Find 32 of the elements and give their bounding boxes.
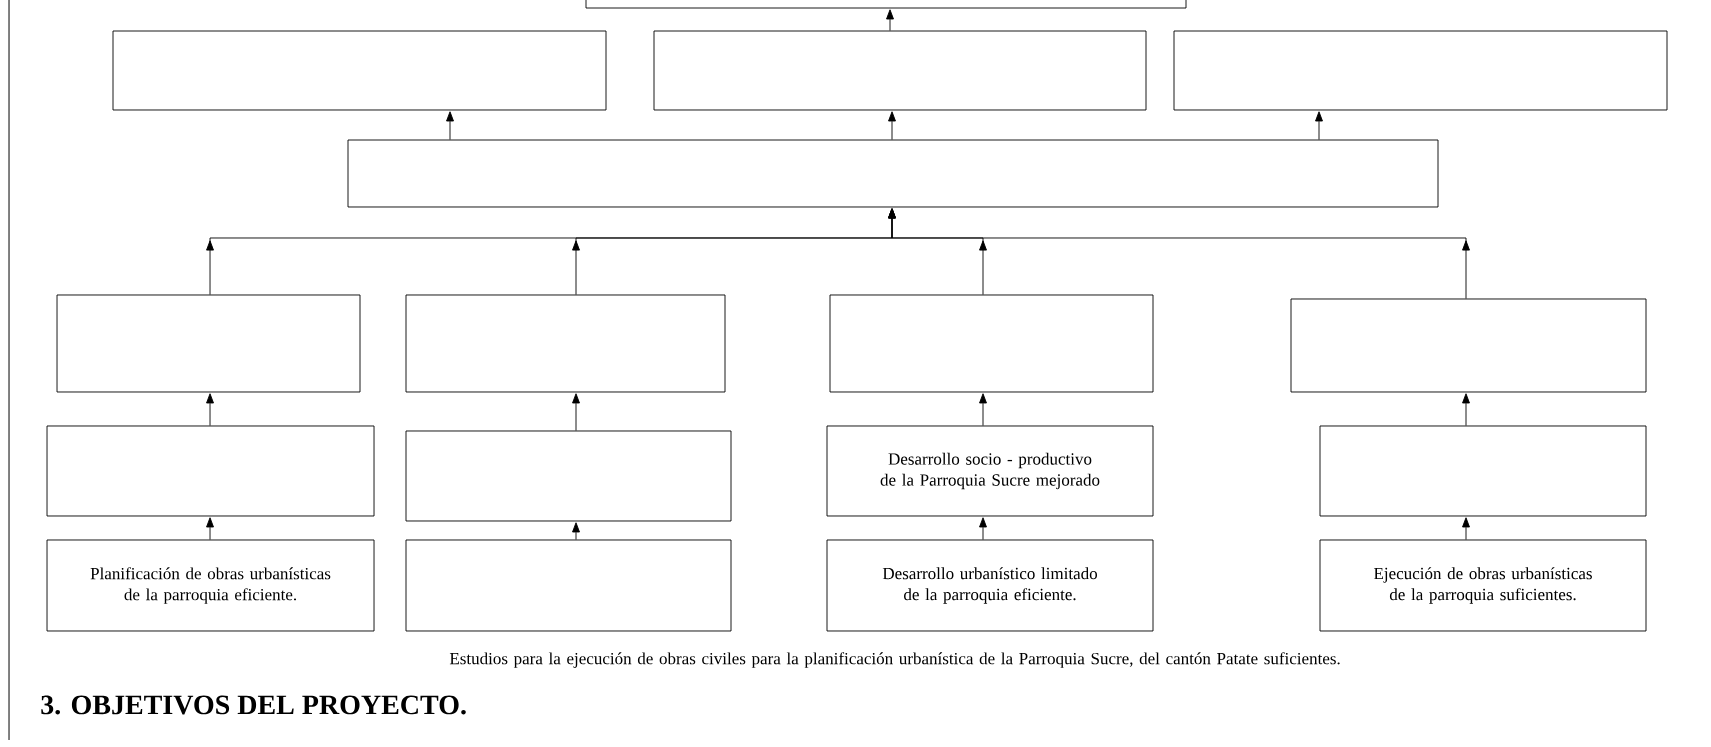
arrow <box>979 393 987 426</box>
text-box: Desarrollo socio - productivo de la Parroquia Sucre mejorado <box>826 425 1154 517</box>
arrow <box>446 111 454 140</box>
empty-box <box>1319 425 1647 517</box>
empty-box <box>829 294 1154 393</box>
heading: 3. OBJETIVOS DEL PROYECTO. <box>41 695 466 715</box>
empty-box <box>56 294 361 393</box>
arrow <box>1462 393 1470 426</box>
arrow <box>886 9 894 31</box>
arrow <box>888 208 1470 299</box>
empty-box <box>112 30 607 111</box>
arrow <box>206 393 214 426</box>
text-box: Ejecución de obras urbanísticas de la parroquia suficientes. <box>1319 539 1647 632</box>
empty-box <box>1173 30 1668 111</box>
empty-box <box>46 425 375 517</box>
empty-box <box>405 539 732 632</box>
arrow <box>1462 517 1470 540</box>
empty-box <box>347 139 1439 208</box>
empty-box <box>653 30 1147 111</box>
arrow <box>888 111 896 140</box>
arrow <box>572 393 580 431</box>
arrow <box>572 522 580 540</box>
empty-box <box>405 430 732 522</box>
text-box: Desarrollo urbanístico limitado de la parroquia eficiente. <box>826 539 1154 632</box>
text-box: Planificación de obras urbanísticas de la parroquia eficiente. <box>46 539 375 632</box>
empty-box <box>585 0 1187 9</box>
empty-box <box>405 294 726 393</box>
arrow <box>206 517 214 540</box>
empty-box <box>1290 298 1647 393</box>
note-text: Estudios para la ejecución de obras civiles para la planificación urbanística de la Parroquia Sucre, del cantón Patate suficientes. <box>449 652 1340 668</box>
arrow <box>1315 111 1323 140</box>
arrow <box>979 517 987 540</box>
